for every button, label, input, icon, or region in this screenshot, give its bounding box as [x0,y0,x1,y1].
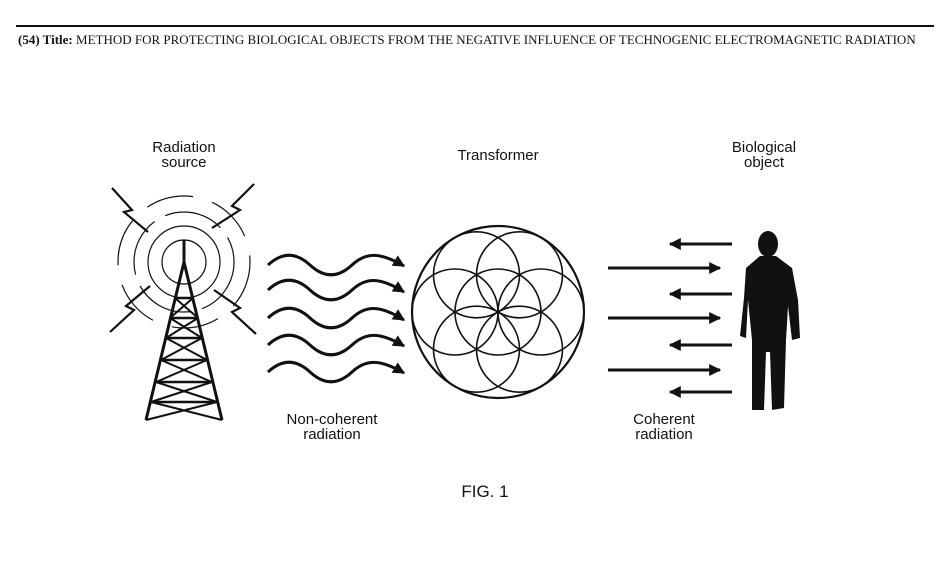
header-rule [16,25,934,27]
patent-title: (54) Title: METHOD FOR PROTECTING BIOLOG… [18,31,934,48]
label-object-line2: object [743,154,785,171]
noncoherent-arrows [266,253,406,384]
radiation-waves-icon [117,195,251,329]
label-noncoherent-radiation: Non-coherent radiation [262,412,402,442]
radio-tower-icon [144,240,224,421]
label-source-line1: Radiation [152,139,216,156]
label-source-line2: source [161,154,207,171]
label-coherent-radiation: Coherent radiation [604,412,724,442]
transformer-pattern-icon [410,224,586,400]
label-object-line1: Biological [731,139,797,156]
label-transformer: Transformer [430,148,566,163]
label-biological-object: Biological object [704,140,824,170]
label-coherent-line1: Coherent [633,411,695,428]
title-label: (54) Title: [18,32,73,47]
label-transformer-text: Transformer [457,147,539,164]
coherent-arrows [608,238,732,398]
figure-caption: FIG. 1 [461,482,509,501]
label-radiation-source: Radiation source [114,140,254,170]
lightning-bolts-icon [109,183,257,335]
label-coherent-line2: radiation [635,426,693,443]
person-silhouette-icon [740,231,800,410]
title-text: METHOD FOR PROTECTING BIOLOGICAL OBJECTS… [76,32,916,47]
label-noncoherent-line1: Non-coherent [286,411,378,428]
label-noncoherent-line2: radiation [303,426,361,443]
